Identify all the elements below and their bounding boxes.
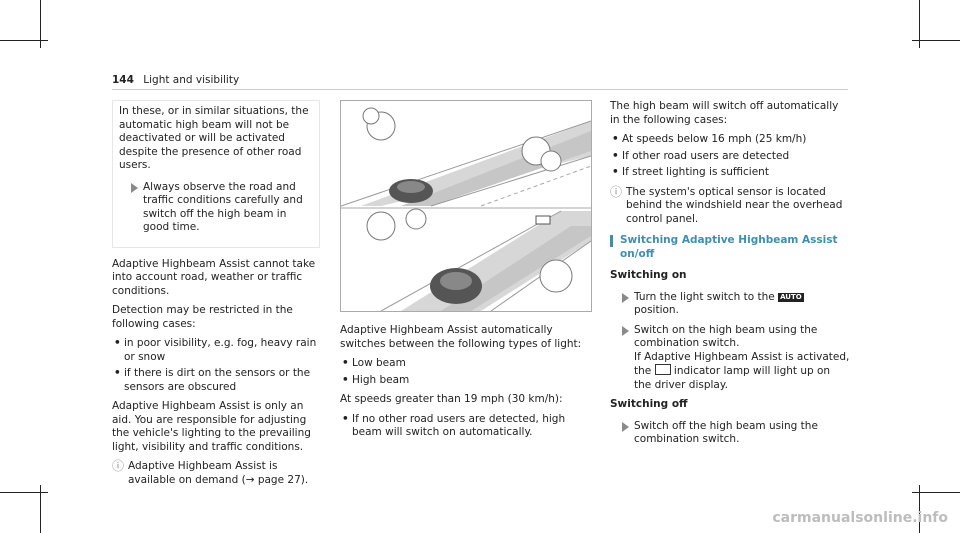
note: ⓘ The system's optical sensor is located… <box>610 184 850 227</box>
warning-step: Always observe the road and traffic cond… <box>119 181 313 235</box>
crop-mark <box>912 40 960 41</box>
bullet-list: •If no other road users are detected, hi… <box>340 413 590 440</box>
highbeam-assist-icon <box>654 364 671 375</box>
step: Switch on the high beam using the combin… <box>610 324 850 393</box>
step-text: Always observe the road and traffic cond… <box>143 180 303 234</box>
crop-mark <box>919 485 920 533</box>
list-item: •Low beam <box>342 357 406 369</box>
paragraph: Adaptive Highbeam Assist is only an aid.… <box>112 400 311 453</box>
list-item: •If no other road users are detected, hi… <box>342 412 566 439</box>
paragraph: Adaptive Highbeam Assist cannot take int… <box>112 257 316 297</box>
list-item: •in poor visibility, e.g. fog, heavy rai… <box>114 337 317 363</box>
list-item: •If street lighting is sufficient <box>612 166 769 178</box>
subheading-switching-off: Switching off <box>610 398 688 410</box>
list-item: •High beam <box>342 373 410 386</box>
info-icon: ⓘ <box>610 184 623 199</box>
crop-mark <box>40 0 41 48</box>
header-divider <box>112 89 848 90</box>
warning-text: In these, or in similar situations, the … <box>119 105 309 171</box>
step-arrow-icon <box>622 421 629 432</box>
step: Switch off the high beam using the combi… <box>610 420 850 447</box>
list-item: •If other road users are detected <box>612 149 790 162</box>
crop-mark <box>919 0 920 48</box>
watermark: carmanualsonline.info <box>772 509 948 526</box>
bullet-list: •At speeds below 16 mph (25 km/h) •If ot… <box>610 133 850 180</box>
list-item: •if there is dirt on the sensors or the … <box>114 367 311 393</box>
road-scene-image <box>340 101 592 312</box>
step: Turn the light switch to the AUTO positi… <box>610 291 850 318</box>
note-text[interactable]: Adaptive Highbeam Assist is available on… <box>128 460 309 486</box>
note: ⓘ Adaptive Highbeam Assist is available … <box>112 459 320 487</box>
list-item: •At speeds below 16 mph (25 km/h) <box>612 133 807 145</box>
column-1: In these, or in similar situations, the … <box>112 100 320 493</box>
subheading-switching-on: Switching on <box>610 269 687 281</box>
crop-mark <box>912 492 960 493</box>
paragraph: Detection may be restricted in the follo… <box>112 304 293 330</box>
note-text: The system's optical sensor is located b… <box>626 185 843 225</box>
page-section-title: Light and visibility <box>143 74 240 86</box>
section-marker <box>610 235 613 247</box>
crop-mark <box>0 492 48 493</box>
section-title: Switching Adaptive Highbeam Assist on/of… <box>610 234 850 261</box>
auto-light-icon: AUTO <box>778 292 804 302</box>
page-header: 144 Light and visibility <box>112 74 239 88</box>
paragraph: Adaptive Highbeam Assist automatically s… <box>340 324 582 350</box>
info-icon: ⓘ <box>112 459 125 473</box>
bullet-list: •Low beam •High beam <box>340 357 590 387</box>
column-2: Adaptive Highbeam Assist automatically s… <box>340 100 592 446</box>
bullet-list: •in poor visibility, e.g. fog, heavy rai… <box>112 337 320 394</box>
step-arrow-icon <box>622 325 629 336</box>
paragraph: At speeds greater than 19 mph (30 km/h): <box>340 393 563 405</box>
highbeam-illustration <box>340 100 592 312</box>
crop-mark <box>40 485 41 533</box>
column-3: The high beam will switch off automatica… <box>610 100 850 453</box>
warning-box: In these, or in similar situations, the … <box>112 100 320 248</box>
step-arrow-icon <box>622 292 629 303</box>
page-number: 144 <box>112 74 134 86</box>
step-arrow-icon <box>131 182 138 193</box>
paragraph: The high beam will switch off automatica… <box>610 100 839 126</box>
crop-mark <box>0 40 48 41</box>
